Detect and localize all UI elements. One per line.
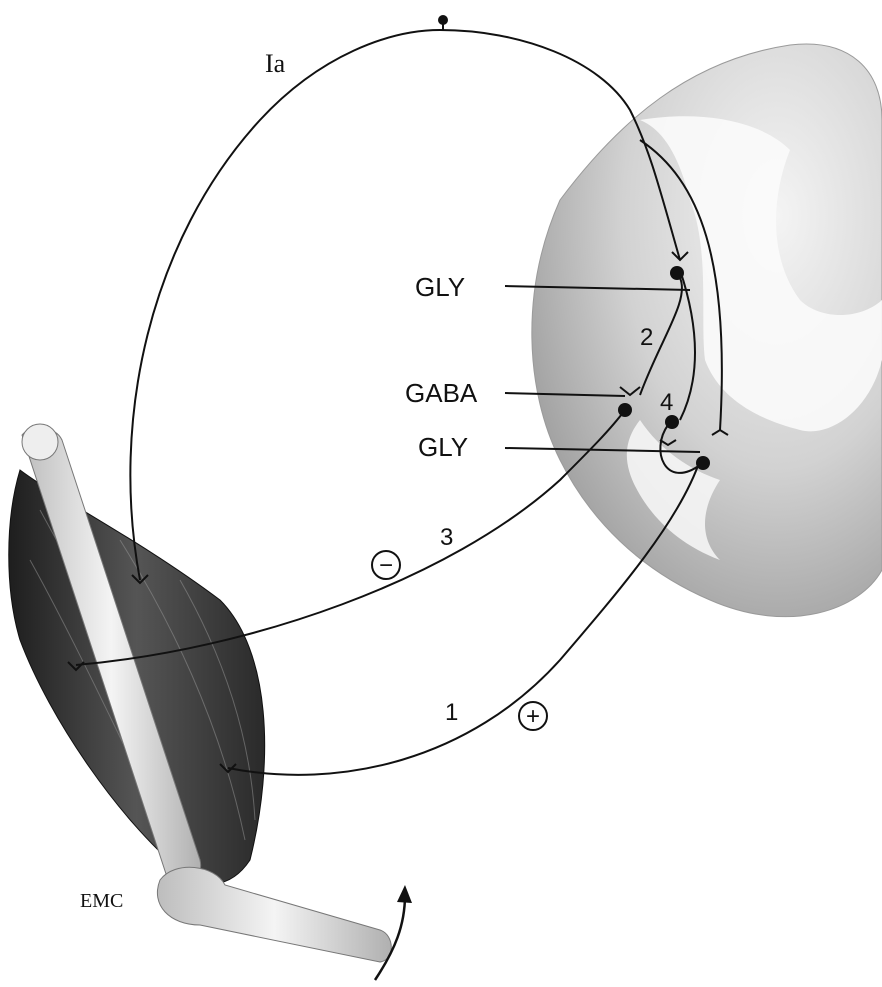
path-4-label: 4 bbox=[660, 389, 673, 416]
emc-tag: EMC bbox=[80, 890, 123, 912]
path-1-label: 1 bbox=[445, 699, 458, 726]
excitatory-sign: + bbox=[519, 702, 547, 730]
path-2-label: 2 bbox=[640, 324, 653, 351]
dorsal-root-ganglion bbox=[438, 15, 448, 31]
path-3-label: 3 bbox=[440, 524, 453, 551]
glycine-upper-label: GLY bbox=[415, 272, 465, 302]
inhibitory-sign: − bbox=[372, 551, 400, 579]
inhibitory-sign-text: − bbox=[379, 552, 393, 579]
spinal-cord-section bbox=[532, 44, 882, 617]
glycine-lower-label: GLY bbox=[418, 432, 468, 462]
gaba-label: GABA bbox=[405, 378, 478, 408]
excitatory-sign-text: + bbox=[526, 703, 540, 730]
ia-fiber-label: Ia bbox=[265, 49, 286, 78]
